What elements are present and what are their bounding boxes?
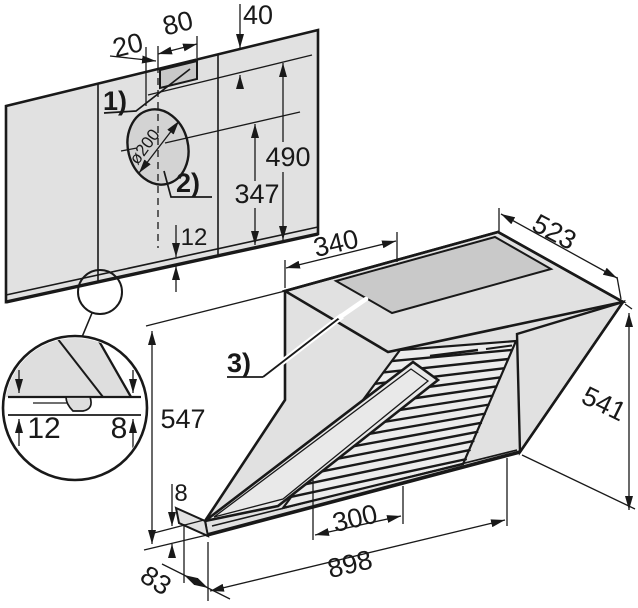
dim-547: 547 [160, 404, 205, 434]
hood-dimensions [143, 208, 636, 601]
rail-profile [65, 396, 92, 412]
detail-view [1, 269, 149, 482]
dim-12-rail: 12 [181, 224, 208, 251]
duct-hole [120, 108, 190, 186]
callout-3: 3) [227, 348, 251, 378]
dim-83: 83 [135, 560, 177, 602]
wall-panel [4, 28, 320, 304]
dim-898: 898 [324, 544, 375, 584]
front-glass [204, 360, 441, 523]
leader-3 [227, 296, 369, 380]
dim-80: 80 [160, 5, 196, 41]
detail-circle [1, 334, 149, 482]
side-glass [515, 299, 626, 456]
callout-2: 2) [176, 168, 200, 198]
leader-1 [103, 68, 191, 114]
callout-1: 1) [103, 86, 127, 116]
dim-20: 20 [110, 27, 146, 63]
leader-2 [163, 170, 212, 198]
dim-8-edge: 8 [174, 480, 187, 507]
dim-8-detail: 8 [111, 412, 128, 445]
dim-40: 40 [243, 0, 273, 30]
callout-leaders [103, 68, 369, 380]
rail-line [5, 226, 319, 296]
panel-dimensions [109, 4, 313, 292]
filter-handle [429, 348, 479, 358]
dim-347: 347 [234, 179, 279, 209]
detail-marker-circle [77, 269, 123, 315]
bottom-plate-end [174, 506, 210, 538]
dim-12-detail: 12 [27, 412, 60, 445]
cable-cutout [159, 59, 198, 90]
dim-300: 300 [330, 499, 381, 538]
dim-523: 523 [527, 208, 581, 256]
detail-section [5, 338, 141, 448]
hood-body [174, 230, 627, 538]
dim-490: 490 [265, 142, 310, 172]
dim-541: 541 [577, 381, 631, 428]
